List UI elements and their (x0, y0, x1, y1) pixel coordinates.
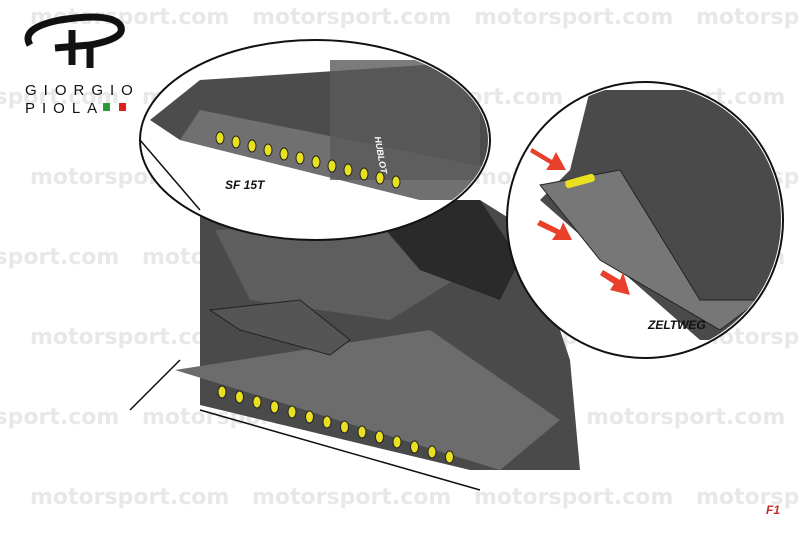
slot-yellow (565, 173, 595, 189)
floor-slot (235, 390, 244, 404)
floor-slot (322, 415, 332, 429)
floor-slot (247, 139, 257, 153)
floor-slot (343, 163, 353, 177)
floor-edge-line (129, 359, 181, 411)
floor-slot (340, 420, 349, 434)
floor-slot (287, 405, 297, 419)
label-sf15t: SF 15T (225, 178, 265, 192)
floor-slots-main (217, 385, 454, 464)
floor-slot (270, 400, 279, 414)
floor-edge-line-bottom (199, 409, 481, 491)
floor-slot (217, 385, 227, 399)
checker-pattern (330, 60, 480, 180)
floor-slot (252, 395, 262, 409)
floor-slot (311, 155, 321, 169)
flag-red (119, 103, 126, 111)
red-arrow-icon (530, 148, 566, 170)
red-arrows (530, 148, 630, 295)
floor-slot (427, 445, 437, 459)
floor-slots-left (215, 131, 401, 189)
turning-vane (208, 299, 351, 356)
floor-slot (231, 135, 241, 149)
floor-slot (359, 167, 369, 181)
floor-slot (391, 175, 401, 189)
red-arrow-icon (600, 270, 630, 295)
f1-logo: F1 (766, 503, 781, 517)
floor-slot (215, 131, 225, 145)
giorgio-piola-logo (24, 13, 125, 68)
flag-green (103, 103, 110, 111)
pointer-line-left (139, 139, 201, 211)
floor-slot (375, 171, 385, 185)
label-zeltweg: ZELTWEG (648, 318, 706, 332)
flag-white (111, 103, 118, 111)
floor-slot (305, 410, 314, 424)
floor-slot (295, 151, 305, 165)
floor-slot (410, 440, 419, 454)
floor-slot (327, 159, 337, 173)
red-arrow-icon (537, 220, 572, 240)
logo-line-2: PIOLA (25, 100, 105, 117)
floor-slot (375, 430, 384, 444)
floor-slot (392, 435, 402, 449)
floor-slot (279, 147, 289, 161)
right-inset-floor (540, 90, 781, 340)
floor-slot (357, 425, 367, 439)
logo-line-1: GIORGIO (25, 82, 140, 99)
floor-plank (175, 330, 560, 470)
floor-slot (263, 143, 273, 157)
floor-slot (445, 450, 454, 464)
